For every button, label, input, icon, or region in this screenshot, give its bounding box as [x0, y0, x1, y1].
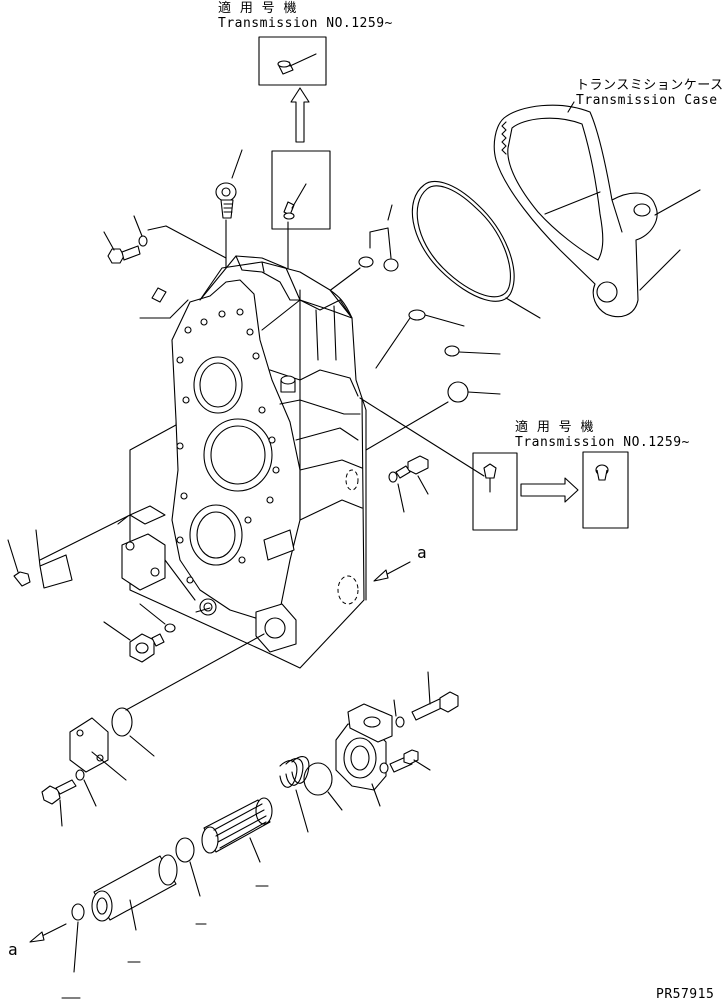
filter-element	[202, 798, 272, 862]
mid-applicability-note-jp: 適 用 号 機	[515, 420, 594, 435]
cover-plate	[118, 516, 210, 612]
plug-pair-top	[320, 205, 398, 298]
seal-plug-2	[445, 346, 500, 356]
case-label-jp: トランスミションケース	[576, 78, 724, 93]
housing-bolt-long	[412, 672, 458, 720]
top-applicability-note-en: Transmission NO.1259~	[218, 16, 393, 31]
filter-o-ring-cover	[112, 634, 264, 756]
filter-o-ring-small	[176, 838, 200, 896]
view-marker-a-left: a	[8, 940, 19, 959]
cover-washer	[76, 770, 96, 806]
drain-o-ring	[140, 604, 175, 632]
filter-o-ring-large	[304, 763, 342, 810]
small-plate	[36, 530, 72, 588]
mid-new-plug-box	[583, 452, 628, 528]
housing-washer-1	[394, 700, 404, 727]
variant-upward-arrow	[291, 88, 309, 142]
view-arrow-left	[30, 924, 66, 942]
transmission-case	[494, 102, 700, 317]
eye-bolt	[216, 150, 242, 276]
top-applicability-note-jp: 適 用 号 機	[218, 1, 297, 16]
view-arrow-right	[374, 562, 410, 581]
drawing-number: PR57915	[656, 987, 715, 1002]
mid-old-plug-box	[360, 398, 517, 530]
top-left-bolt-washer	[104, 216, 226, 263]
case-label-en: Transmission Case	[576, 93, 718, 108]
top-variant-box	[259, 37, 326, 85]
drain-plug	[104, 622, 164, 662]
transmission-housing	[130, 256, 366, 668]
cover-bolt	[42, 780, 76, 826]
filter-housing-flange	[336, 704, 392, 806]
filter-cover	[70, 718, 126, 780]
housing-bolt-short	[390, 750, 430, 772]
dowel-pin	[140, 288, 188, 318]
filter-case	[92, 855, 177, 930]
mid-variant-arrow	[521, 478, 578, 502]
gasket	[40, 506, 165, 560]
right-bolt-washer	[389, 456, 428, 512]
view-marker-a-right: a	[417, 543, 428, 562]
housing-washer-2	[380, 763, 388, 773]
o-ring	[412, 182, 540, 318]
seal-plug-1	[376, 310, 464, 368]
small-bolt-left	[8, 540, 30, 586]
filter-end-o-ring	[72, 904, 84, 972]
seal-plug-3	[366, 382, 500, 450]
mid-applicability-note-en: Transmission NO.1259~	[515, 435, 690, 450]
spring	[280, 757, 309, 832]
